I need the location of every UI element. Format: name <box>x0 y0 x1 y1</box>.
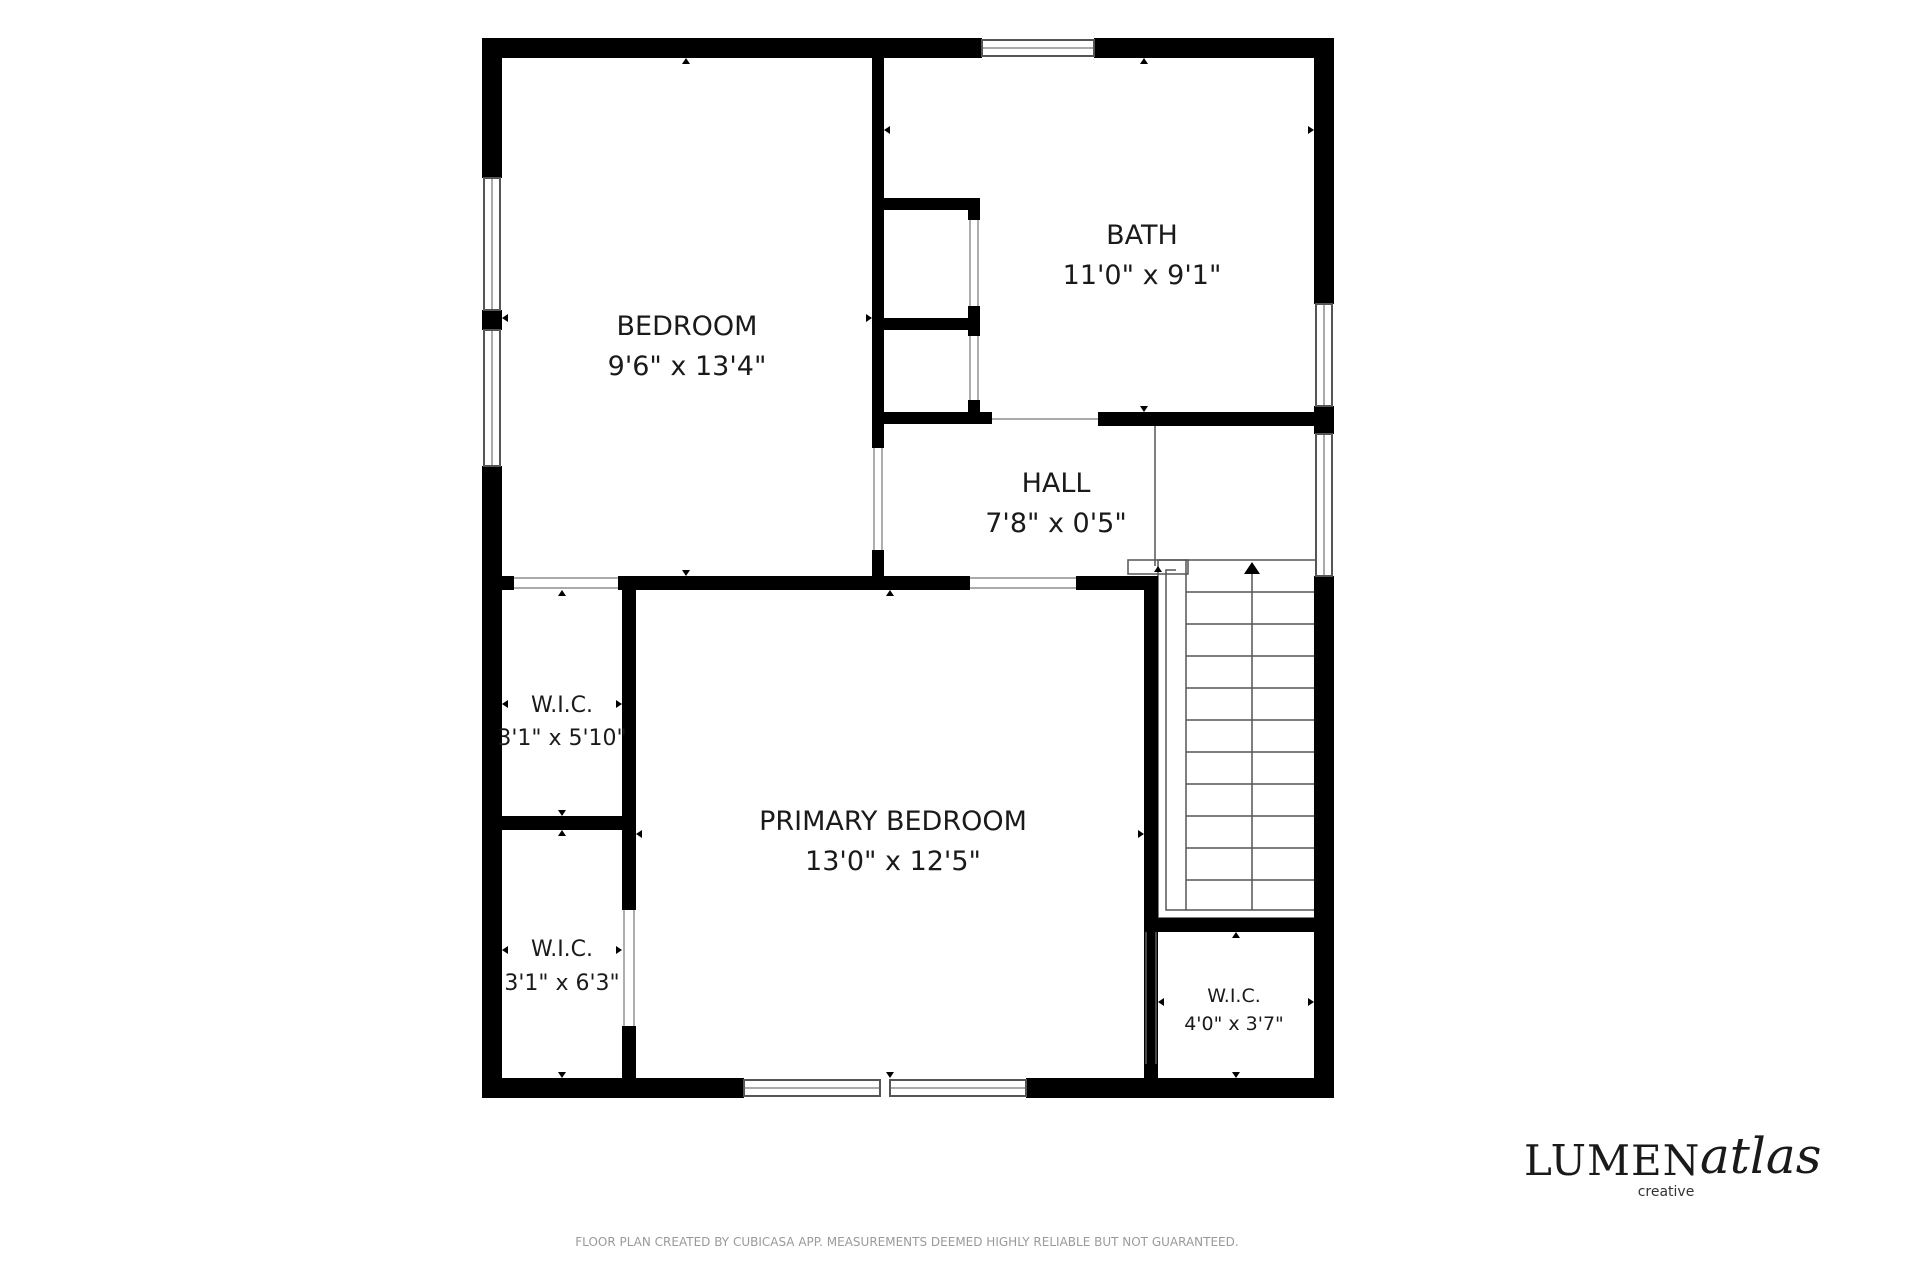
hall-name: HALL <box>1022 468 1091 499</box>
walls <box>482 38 1334 1098</box>
disclaimer-text: FLOOR PLAN CREATED BY CUBICASA APP. MEAS… <box>575 1235 1238 1249</box>
wic-right-name: W.I.C. <box>1207 985 1261 1007</box>
wic-lower-dims: 3'1" x 6'3" <box>504 971 619 996</box>
window-sills <box>491 47 1325 1089</box>
wic-right-dims: 4'0" x 3'7" <box>1184 1013 1284 1035</box>
hall-dims: 7'8" x 0'5" <box>985 508 1127 539</box>
wic-upper-dims: 3'1" x 5'10" <box>497 726 626 751</box>
logo-sub-text: creative <box>1638 1184 1695 1200</box>
lumen-atlas-logo: LUMEN atlas creative <box>1524 1127 1821 1200</box>
stair-arrow-icon <box>1244 562 1260 574</box>
bath-dims: 11'0" x 9'1" <box>1063 260 1222 291</box>
primary-bedroom-name: PRIMARY BEDROOM <box>759 806 1027 837</box>
wic-lower-name: W.I.C. <box>531 937 593 962</box>
bedroom-name: BEDROOM <box>617 311 758 342</box>
door-openings <box>514 220 1157 1064</box>
dimension-markers <box>502 58 1314 1078</box>
wic-upper-name: W.I.C. <box>531 693 593 718</box>
primary-bedroom-dims: 13'0" x 12'5" <box>805 846 981 877</box>
bath-name: BATH <box>1106 220 1178 251</box>
bedroom-dims: 9'6" x 13'4" <box>608 351 767 382</box>
logo-main-text: LUMEN <box>1524 1136 1700 1185</box>
logo-script-text: atlas <box>1700 1127 1821 1185</box>
